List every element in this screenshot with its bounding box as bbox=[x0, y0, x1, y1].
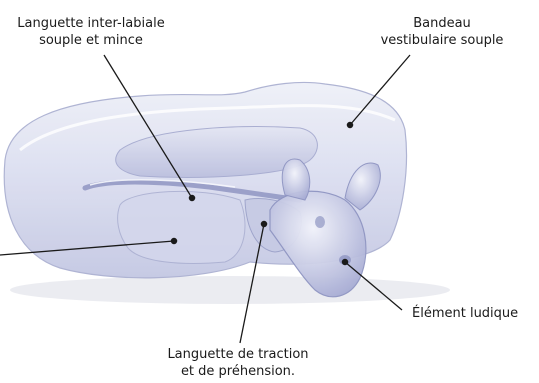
label-traction-line1: Languette de traction bbox=[148, 346, 328, 363]
label-vestibular-band: Bandeau vestibulaire souple bbox=[367, 15, 517, 49]
label-bandeau-line1: Bandeau bbox=[367, 15, 517, 32]
label-ludique-line1: Élément ludique bbox=[412, 305, 536, 322]
label-interlabial-line2: souple et mince bbox=[6, 32, 176, 49]
label-traction-line2: et de préhension. bbox=[148, 363, 328, 380]
leader-dot-interlabial bbox=[189, 195, 194, 200]
leader-dot-traction bbox=[261, 221, 266, 226]
leader-dot-ludique bbox=[342, 259, 347, 264]
leader-dot-bandeau bbox=[347, 122, 352, 127]
leader-dot-left bbox=[171, 238, 176, 243]
label-interlabial-line1: Languette inter-labiale bbox=[6, 15, 176, 32]
playful-element-eye bbox=[315, 216, 325, 228]
inner-pad bbox=[118, 191, 245, 263]
label-interlabial-tongue: Languette inter-labiale souple et mince bbox=[6, 15, 176, 49]
appliance-shadow bbox=[10, 276, 450, 304]
label-traction-tab: Languette de traction et de préhension. bbox=[148, 346, 328, 380]
label-playful-element: Élément ludique bbox=[412, 305, 536, 322]
label-bandeau-line2: vestibulaire souple bbox=[367, 32, 517, 49]
